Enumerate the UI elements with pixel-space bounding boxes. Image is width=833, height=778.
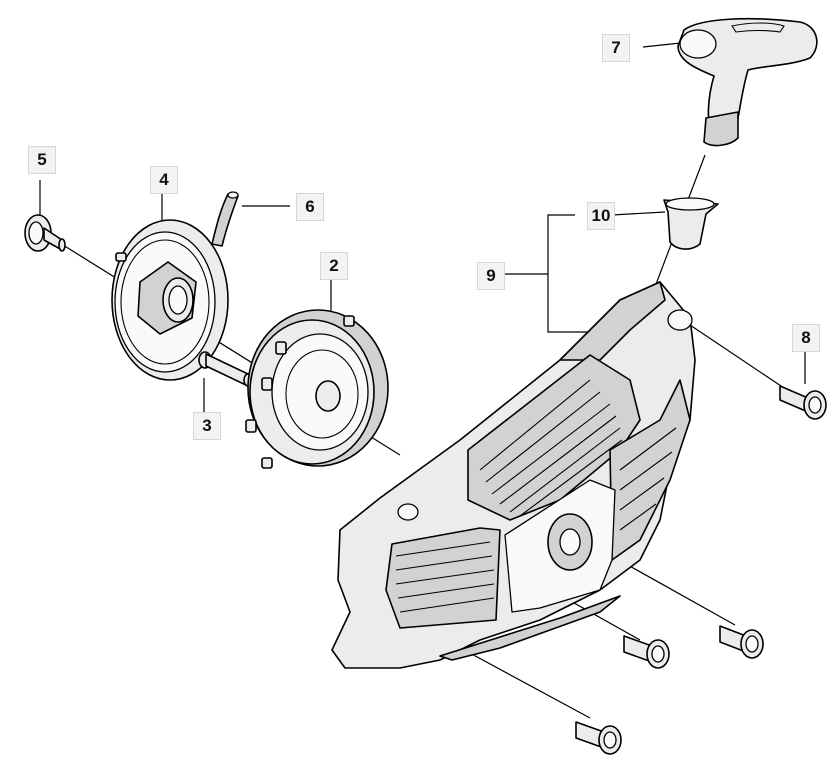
rope-guide-bushing	[663, 197, 719, 250]
housing-screw-right	[719, 625, 764, 659]
callout-label: 7	[602, 34, 630, 62]
callout-label: 2	[320, 252, 348, 280]
center-screw	[198, 351, 253, 387]
housing-screw-lower	[575, 721, 622, 755]
callout-label: 9	[477, 262, 505, 290]
starter-rope	[211, 191, 239, 247]
starter-handle	[677, 17, 818, 147]
callout-label: 6	[296, 193, 324, 221]
housing-screw-upper	[779, 385, 827, 420]
callout-label: 4	[150, 166, 178, 194]
rope-pulley	[111, 219, 229, 381]
callout-label: 5	[28, 146, 56, 174]
callout-label: 3	[193, 412, 221, 440]
housing-screw-middle	[623, 635, 670, 669]
spring-cassette	[245, 309, 389, 469]
callout-label: 8	[792, 324, 820, 352]
starter-housing	[331, 281, 696, 669]
callout-label: 10	[587, 202, 615, 230]
washer-screw	[24, 214, 66, 252]
